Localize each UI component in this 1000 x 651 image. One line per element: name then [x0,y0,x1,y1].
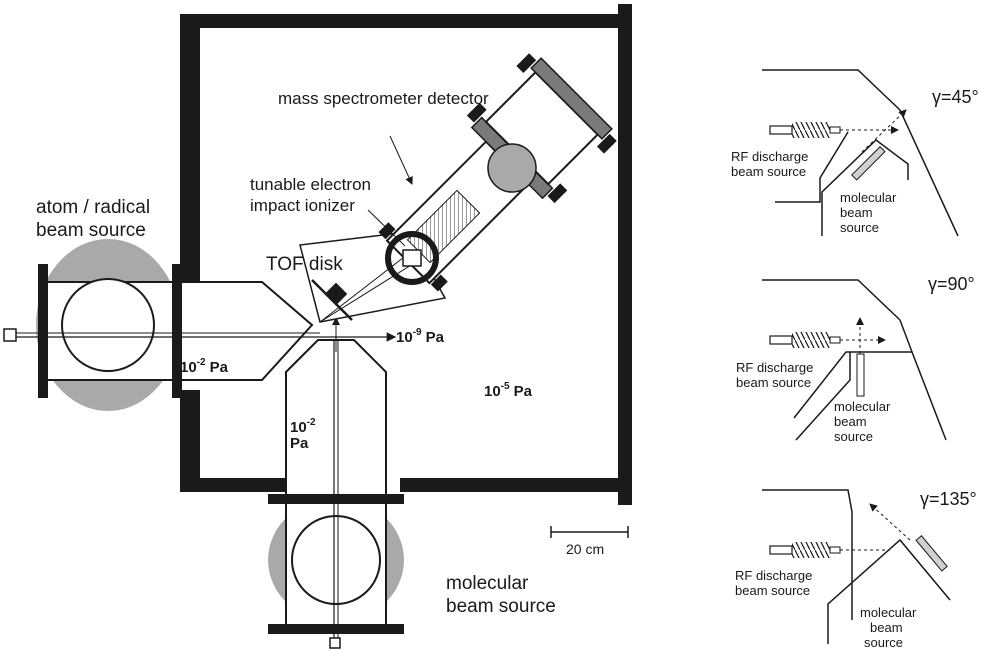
label-mol-source-line1: molecular [446,573,529,594]
ionizer-ring [385,231,439,285]
atom-source-nozzle [3,328,17,342]
inset3-mb-line1: molecular [860,605,917,620]
atom-source-assembly [3,239,397,411]
inset2-mb-line3: source [834,429,873,444]
label-mol-source-line2: beam source [446,596,556,617]
detector-pump-disc [487,143,537,193]
label-atom-source-line2: beam source [36,220,146,241]
inset1-mb-line3: source [840,220,879,235]
scale-label: 20 cm [566,541,604,557]
inset3-gamma: γ=135° [920,489,977,509]
inset1-rf-line1: RF discharge [731,149,808,164]
inset-gamma-45: γ=45° RF discharge beam source molecular… [731,69,979,237]
mol-source-nozzle [329,637,341,649]
detector-assembly [299,53,617,323]
inset1-gamma: γ=45° [932,87,979,107]
inset3-mb-line2: beam [870,620,903,635]
inset2-rf-line2: beam source [736,375,811,390]
inset-gamma-90: γ=90° RF discharge beam source molecular… [736,274,975,444]
inset3-rf-line2: beam source [735,583,810,598]
inset3-rf-line1: RF discharge [735,568,812,583]
atom-source-plate-left [38,264,48,398]
main-chamber [180,4,632,505]
pressure-mol-source-unit: Pa [290,435,309,452]
inset3-mb-line3: source [864,635,903,650]
label-mass-spec: mass spectrometer detector [278,89,489,108]
inset1-rf-line2: beam source [731,164,806,179]
molecular-source-assembly [268,317,404,649]
inset2-rf-line1: RF discharge [736,360,813,375]
label-atom-source-line1: atom / radical [36,197,150,218]
mol-source-vessel [291,515,381,605]
inset2-mb-line1: molecular [834,399,891,414]
chamber-wall-left-lower [180,390,292,492]
label-tof-disk: TOF disk [266,254,343,275]
tof-disk [311,279,353,321]
label-ionizer-line2: impact ionizer [250,196,355,215]
scale-bar: 20 cm [550,526,629,557]
inset2-gamma: γ=90° [928,274,975,294]
inset1-mb-line1: molecular [840,190,897,205]
label-ionizer-line1: tunable electron [250,175,371,194]
atom-source-vessel [61,278,155,372]
inset2-mb-line2: beam [834,414,867,429]
inset1-mb-line2: beam [840,205,873,220]
pressure-mol-source-exp: 10-2 [290,417,316,436]
inset-gamma-135: γ=135° RF discharge beam source molecula… [735,489,977,650]
atom-source-plate-right [172,264,182,398]
